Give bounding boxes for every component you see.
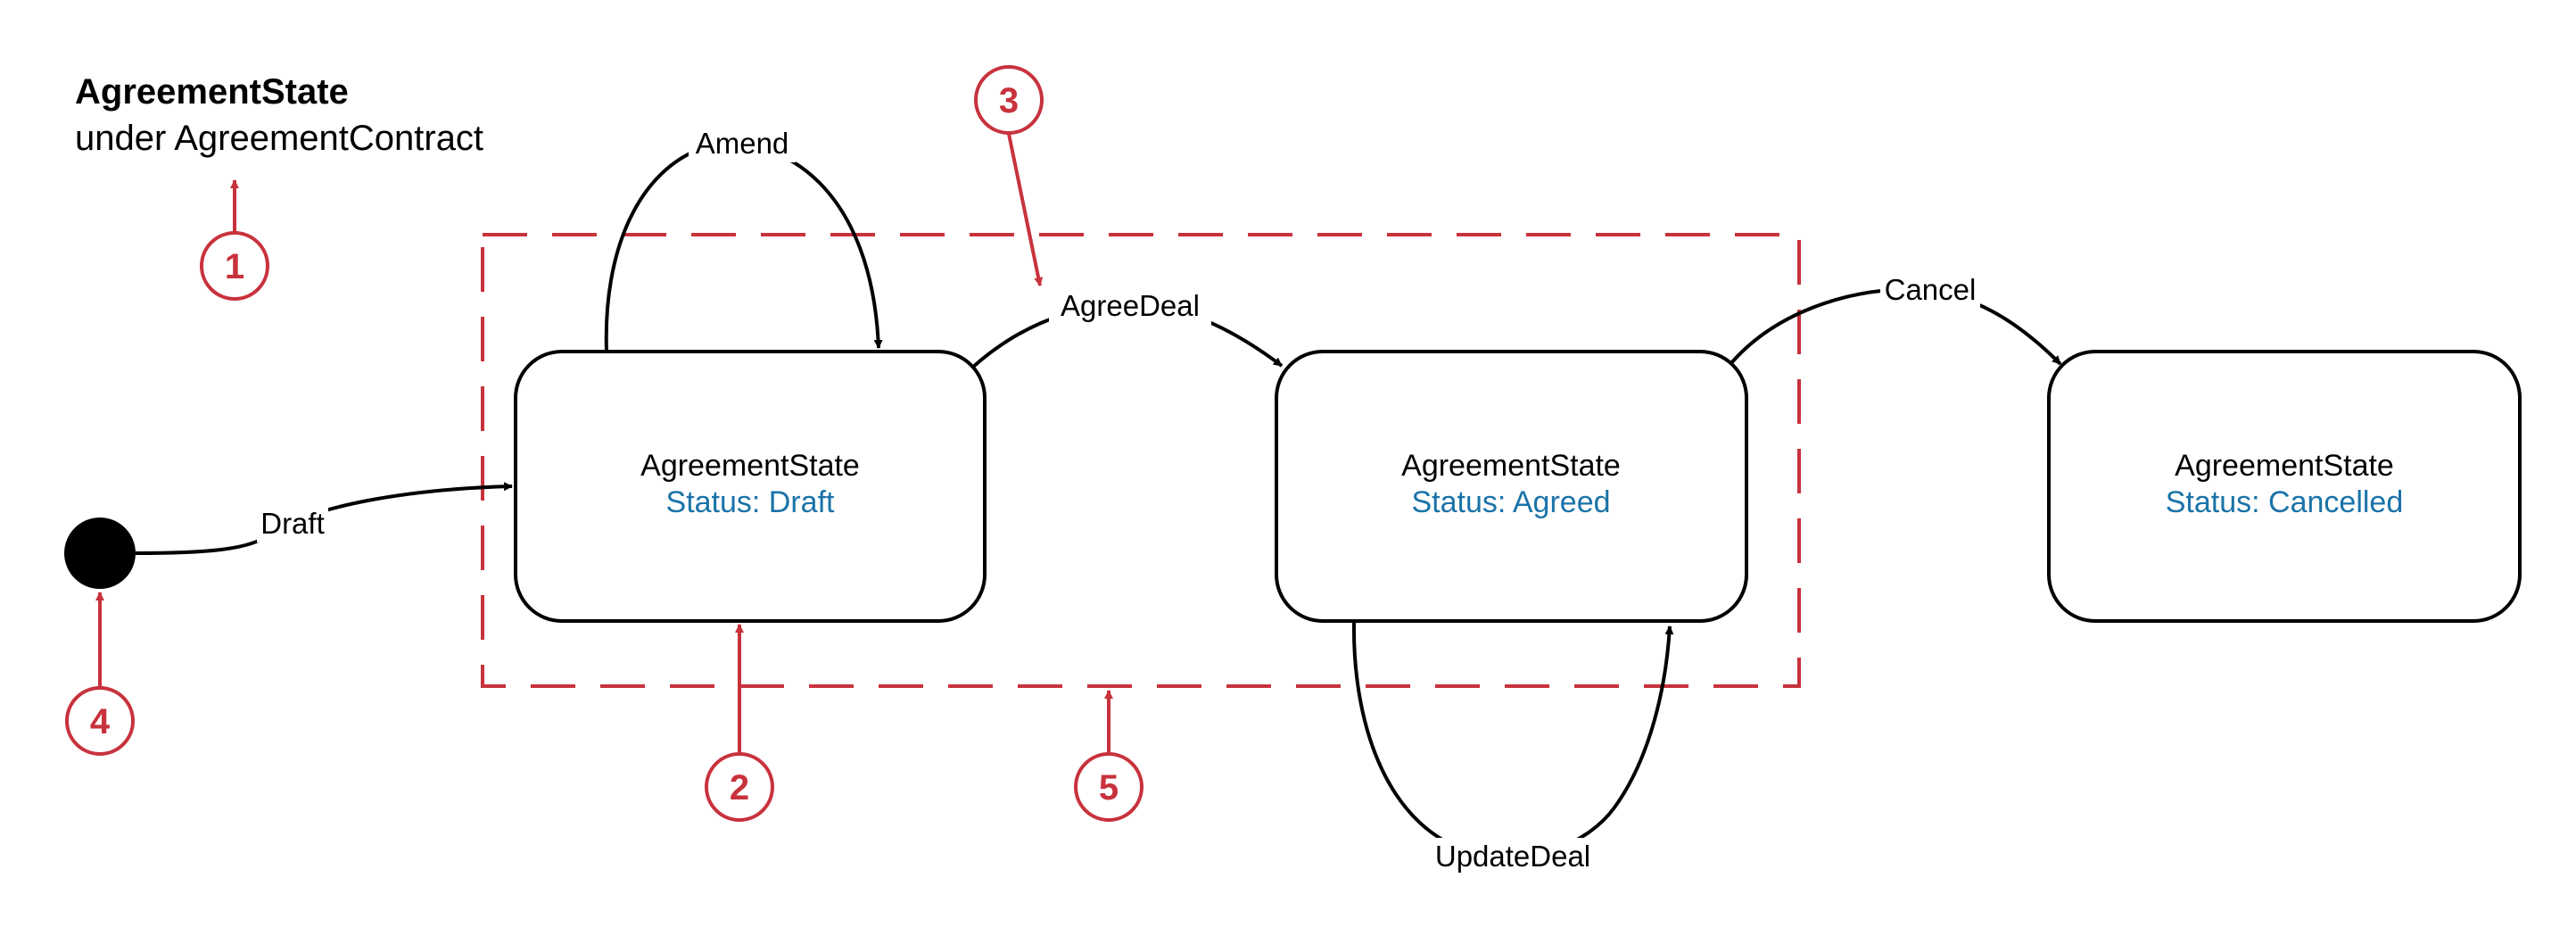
state-agreed-status: Status: Agreed (1411, 485, 1610, 519)
state-draft-name: AgreementState (640, 449, 860, 483)
callout-1: 1 (200, 179, 269, 301)
callout-5: 5 (1074, 690, 1144, 822)
transition-initial-label: Draft (260, 507, 325, 540)
transition-amend-label: Amend (696, 127, 789, 160)
initial-state-node[interactable] (64, 518, 136, 589)
callout-3-number: 3 (999, 81, 1019, 120)
state-draft[interactable]: AgreementState Status: Draft (514, 350, 987, 623)
diagram-title: AgreementState (75, 72, 349, 112)
callout-2: 2 (705, 624, 774, 822)
focus-region (481, 233, 1801, 688)
callout-3: 3 (974, 65, 1044, 286)
callout-2-number: 2 (730, 768, 749, 807)
callout-4: 4 (65, 592, 135, 756)
callout-4-number: 4 (90, 702, 111, 741)
state-cancelled-name: AgreementState (2175, 449, 2394, 483)
transition-cancel-label: Cancel (1885, 273, 1977, 306)
transition-agree-deal-label: AgreeDeal (1061, 289, 1200, 322)
state-draft-status: Status: Draft (666, 485, 836, 519)
state-agreed-name: AgreementState (1401, 449, 1621, 483)
state-cancelled[interactable]: AgreementState Status: Cancelled (2047, 350, 2522, 623)
transition-amend-edge (604, 142, 883, 352)
transition-update-deal-label: UpdateDeal (1435, 840, 1590, 873)
transition-update-deal-edge (1351, 620, 1674, 858)
callout-1-number: 1 (225, 247, 244, 286)
callout-5-number: 5 (1099, 768, 1119, 807)
state-cancelled-status: Status: Cancelled (2166, 485, 2404, 519)
state-agreed[interactable]: AgreementState Status: Agreed (1275, 350, 1748, 623)
diagram-context: under AgreementContract (75, 119, 483, 158)
